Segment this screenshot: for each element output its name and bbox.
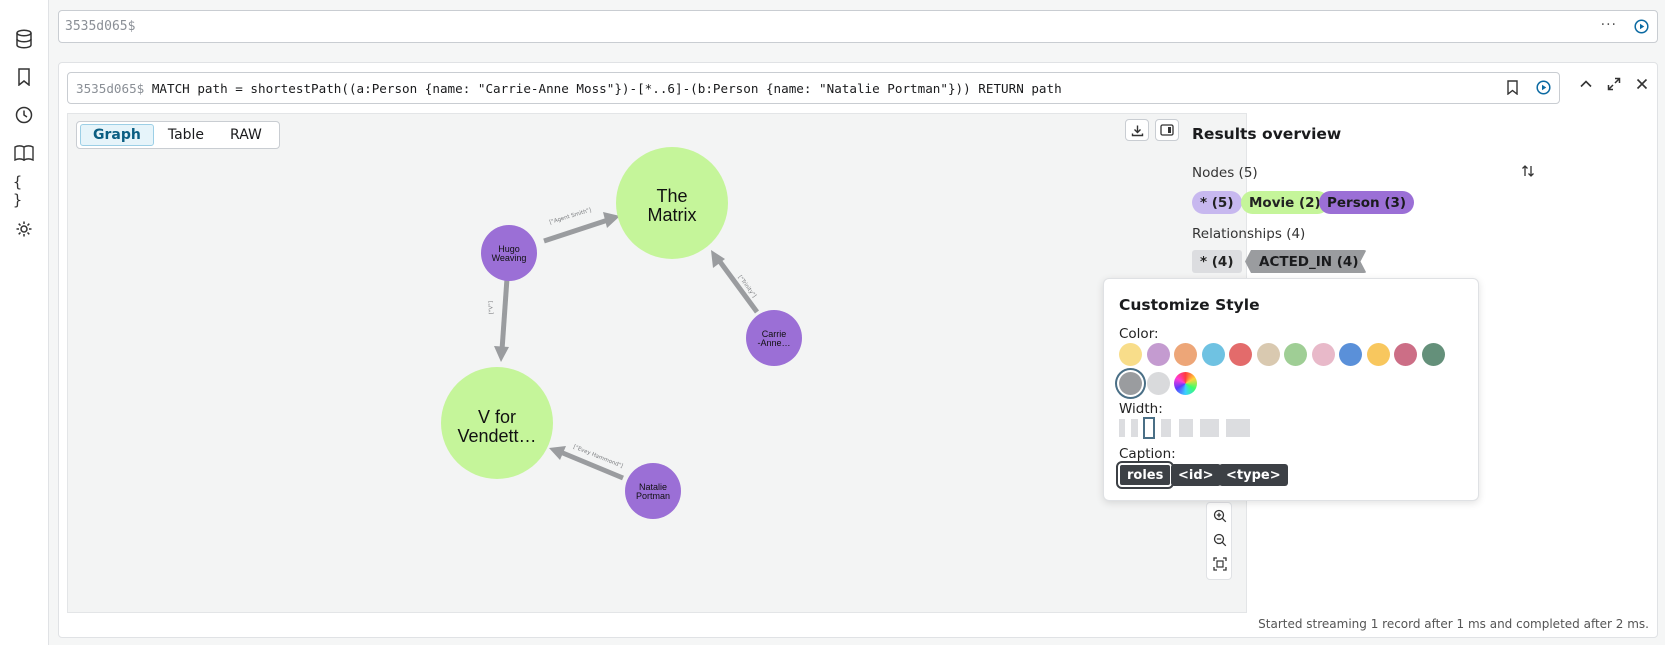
arrowhead-carrie-matrix [711,250,725,268]
rerun-query-icon[interactable] [1536,80,1551,99]
frame-query-cypher: MATCH path = shortestPath((a:Person {nam… [144,81,1062,96]
zoom-in-icon[interactable] [1212,508,1228,524]
node-caption-line: Matrix [648,205,697,225]
color-swatch[interactable] [1119,343,1142,366]
history-icon[interactable] [13,104,35,126]
node-the-matrix[interactable]: The Matrix [616,147,728,259]
color-swatch[interactable] [1394,343,1417,366]
width-option[interactable] [1179,419,1193,437]
zoom-out-icon[interactable] [1212,532,1228,548]
color-swatch[interactable] [1311,343,1335,366]
bookmark-icon[interactable] [13,66,35,88]
rel-chip-acted-in[interactable]: ACTED_IN (4) [1245,250,1367,273]
node-chip-person[interactable]: Person (3) [1319,191,1415,214]
results-overview-title: Results overview [1192,125,1342,143]
color-label: Color: [1119,326,1159,342]
arrowhead-natalie-vendetta [549,446,566,460]
node-caption-line: The [656,186,687,206]
color-swatch[interactable] [1174,343,1197,366]
color-swatch[interactable] [1366,343,1390,366]
zoom-controls [1206,502,1232,580]
node-caption-line: Carrie [762,329,787,339]
width-option-selected[interactable] [1143,417,1155,439]
toggle-panel-button[interactable] [1155,119,1179,141]
status-message: Started streaming 1 record after 1 ms an… [1258,617,1649,631]
nodes-count-label: Nodes (5) [1192,165,1258,181]
braces-icon[interactable]: { } [13,173,23,209]
edges-layer [494,212,760,481]
graph-canvas[interactable]: Graph Table RAW [67,113,1247,613]
frame-query-prompt: 3535d065$ [76,81,145,96]
more-options-icon[interactable]: ··· [1600,17,1617,33]
caption-option-id[interactable]: <id> [1171,464,1221,486]
fullscreen-icon[interactable] [1607,76,1621,95]
color-swatch[interactable] [1146,372,1170,395]
collapse-frame-icon[interactable] [1579,76,1593,95]
node-caption-line: Hugo [498,244,520,254]
node-caption-line: Weaving [492,253,527,263]
tab-graph[interactable]: Graph [80,124,154,146]
caption-label: Caption: [1119,446,1176,462]
custom-color-picker[interactable] [1174,372,1197,395]
color-swatch[interactable] [1256,343,1280,366]
color-swatch[interactable] [1421,343,1445,366]
sidebar: { } [0,0,49,645]
relationships-count-label: Relationships (4) [1192,226,1306,242]
sort-icon[interactable] [1521,163,1535,182]
frame-query-text[interactable]: 3535d065$ MATCH path = shortestPath((a:P… [76,81,1062,96]
caption-option-roles[interactable]: roles [1115,461,1175,489]
arrowhead-hugo-matrix [603,212,620,228]
edge-label-agent-smith: ["Agent Smith"] [549,207,592,225]
node-natalie-portman[interactable]: Natalie Portman [625,463,681,519]
results-overview-panel: Results overview Nodes (5) * (5) Movie (… [1189,113,1569,613]
close-frame-icon[interactable] [1635,76,1649,95]
node-caption-line: Vendett… [457,426,536,446]
width-label: Width: [1119,401,1163,417]
node-carrie-anne-moss[interactable]: Carrie -Anne… [746,310,802,366]
graph-visualization[interactable]: ["Agent Smith"] ["Trinity"] ["V"] ["Evey… [68,114,1246,612]
color-swatch[interactable] [1229,343,1252,366]
color-swatch[interactable] [1284,343,1307,366]
view-tabs: Graph Table RAW [76,121,280,149]
book-icon[interactable] [13,142,35,164]
width-option[interactable] [1200,419,1219,437]
tab-table[interactable]: Table [167,127,205,143]
width-option[interactable] [1226,419,1250,437]
rel-chip-all[interactable]: * (4) [1192,250,1242,273]
editor-prompt: 3535d065$ [65,19,136,34]
width-option[interactable] [1161,419,1171,437]
node-v-for-vendetta[interactable]: V for Vendett… [441,367,553,479]
arrowhead-hugo-vendetta [494,346,509,362]
frame-query-bar[interactable]: 3535d065$ MATCH path = shortestPath((a:P… [67,72,1560,104]
edge-carrie-matrix[interactable] [715,257,760,314]
color-swatch[interactable] [1201,343,1225,366]
node-hugo-weaving[interactable]: Hugo Weaving [481,225,537,281]
edge-natalie-vendetta[interactable] [557,448,624,481]
node-chip-all[interactable]: * (5) [1192,191,1242,214]
query-editor[interactable]: 3535d065$ ··· [58,10,1658,43]
fit-to-screen-icon[interactable] [1212,556,1228,572]
color-swatch[interactable] [1146,343,1170,366]
nodes-layer: The Matrix V for Vendett… Hugo Weaving [441,147,802,519]
node-caption-line: -Anne… [757,338,790,348]
edge-label-v: ["V"] [488,301,495,315]
customize-style-popup: Customize Style Color: Width: Caption: r… [1103,278,1479,501]
color-swatch[interactable] [1339,343,1362,366]
download-button[interactable] [1125,119,1149,141]
edge-hugo-matrix[interactable] [543,215,615,244]
width-option[interactable] [1119,419,1125,437]
database-icon[interactable] [13,28,35,50]
caption-option-type[interactable]: <type> [1219,464,1288,486]
width-option[interactable] [1131,419,1138,437]
run-query-icon[interactable] [1634,19,1649,38]
gear-icon[interactable] [13,218,35,240]
save-favorite-icon[interactable] [1506,80,1519,99]
node-caption-line: V for [478,407,516,427]
node-chip-movie[interactable]: Movie (2) [1241,191,1329,214]
tab-raw[interactable]: RAW [230,127,262,143]
node-caption-line: Portman [636,491,670,501]
color-swatch[interactable] [1119,372,1142,395]
popup-title: Customize Style [1119,296,1260,314]
node-caption-line: Natalie [639,482,667,492]
